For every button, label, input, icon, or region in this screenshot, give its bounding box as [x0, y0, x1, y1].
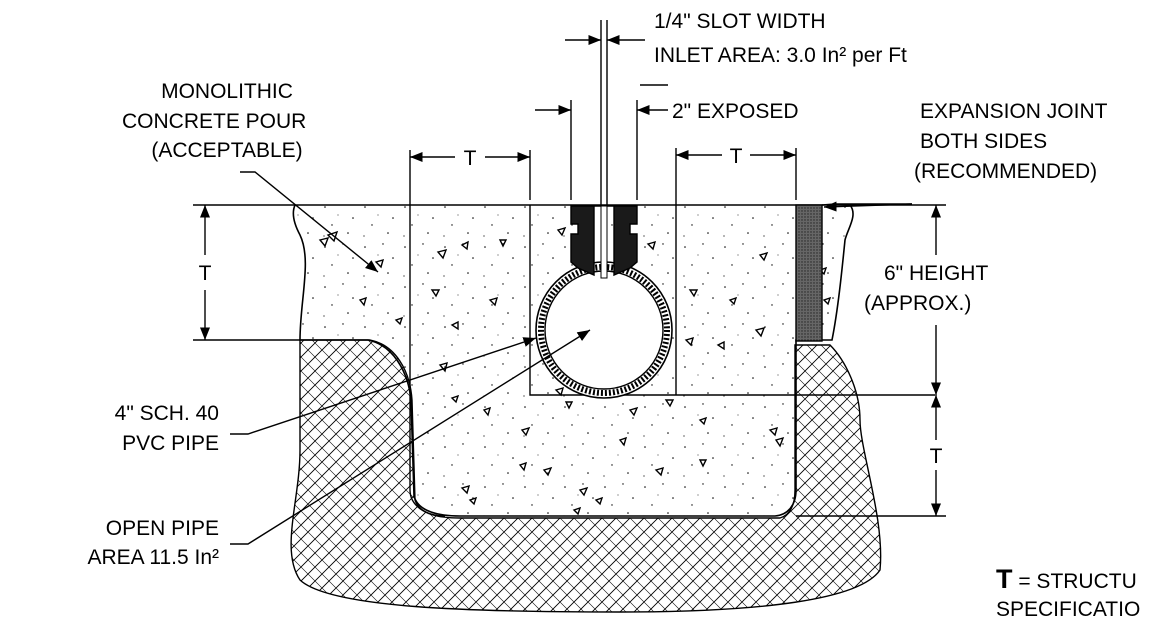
height-label-1: 6" HEIGHT — [884, 262, 988, 285]
legend-symbol: T — [996, 564, 1013, 594]
t-left-top-label: T — [464, 147, 477, 170]
monolithic-label-1: MONOLITHIC — [161, 80, 293, 103]
expansion-label-2: BOTH SIDES — [920, 130, 1047, 153]
exposed-label: 2" EXPOSED — [672, 100, 799, 123]
expansion-joint — [795, 204, 823, 342]
t-right-side-label: T — [930, 445, 943, 468]
t-left-side-label: T — [199, 262, 212, 285]
trench-outline — [409, 268, 446, 517]
trench-bottom-line — [529, 205, 935, 396]
monolithic-label-2: CONCRETE POUR — [122, 110, 306, 133]
slot-opening — [600, 205, 608, 279]
pvc-label-1: 4" SCH. 40 — [115, 402, 219, 425]
pvc-pipe-inner — [544, 270, 664, 390]
t-left-side-dimension — [193, 204, 300, 341]
t-right-top-label: T — [730, 145, 743, 168]
expansion-label-1: EXPANSION JOINT — [920, 100, 1108, 123]
inlet-area-label: INLET AREA: 3.0 In² per Ft — [654, 44, 907, 67]
slot-grate — [570, 205, 638, 277]
pvc-label-2: PVC PIPE — [122, 432, 219, 455]
t-right-top-dimension — [675, 148, 797, 268]
legend: T = STRUCTU — [996, 564, 1137, 594]
leader-lines — [230, 84, 913, 545]
open-pipe-label-2: AREA 11.5 In² — [87, 546, 219, 569]
monolithic-label-3: (ACCEPTABLE) — [151, 139, 302, 162]
aggregate-marks — [318, 226, 832, 516]
height-dimension — [796, 204, 946, 517]
height-label-2: (APPROX.) — [864, 292, 971, 315]
legend-text-2: SPECIFICATIO — [996, 598, 1140, 621]
open-pipe-label-1: OPEN PIPE — [106, 517, 219, 540]
slot-width-label: 1/4" SLOT WIDTH — [654, 10, 826, 33]
exposed-dimension — [535, 100, 668, 200]
t-left-top-dimension — [409, 150, 531, 268]
expansion-label-3: (RECOMMENDED) — [914, 160, 1097, 183]
legend-text-1: = STRUCTU — [1013, 570, 1137, 593]
slot-width-dimension — [565, 20, 645, 206]
